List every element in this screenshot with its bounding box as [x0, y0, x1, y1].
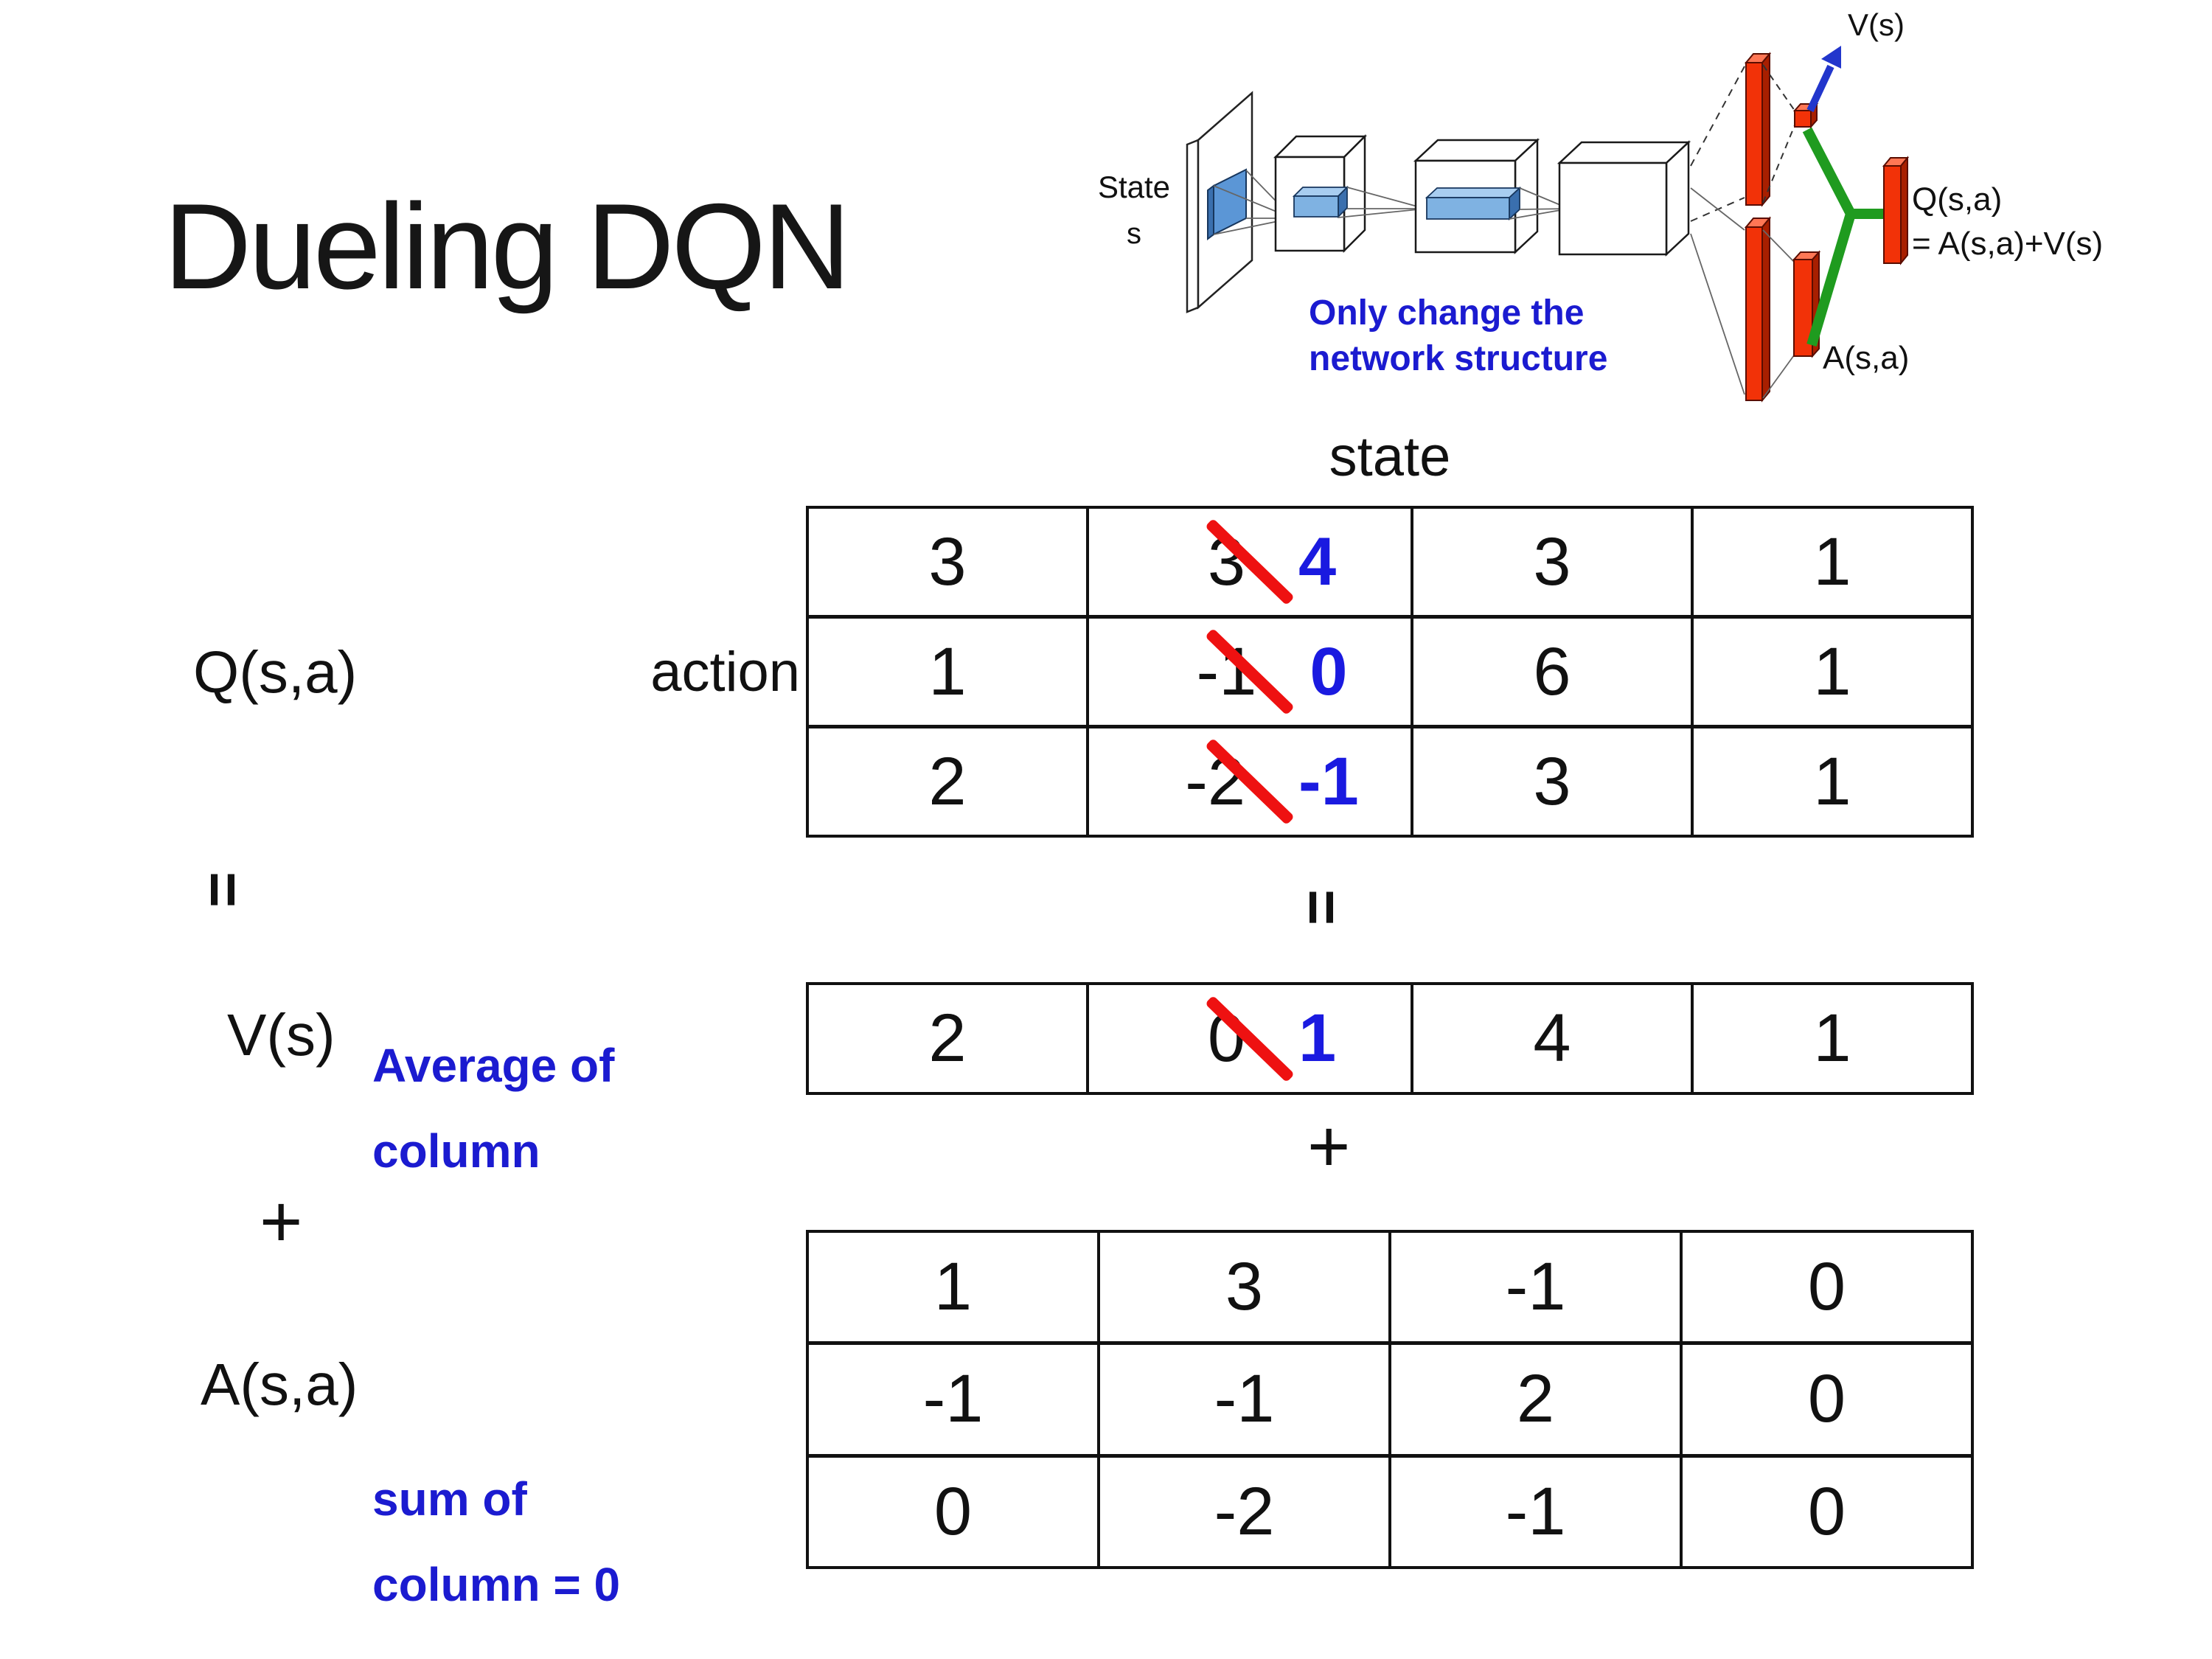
table-cell: 0	[1807, 1249, 1846, 1325]
average-of-column-note: Average of column	[372, 1039, 615, 1178]
slide-title: Dueling DQN	[164, 178, 851, 314]
table-cell: 3	[1413, 509, 1694, 615]
sum-of-column-note: sum of column = 0	[372, 1472, 621, 1611]
diagram-v-output-label: V(s)	[1848, 7, 1905, 42]
table-cell: 1	[1813, 743, 1851, 819]
table-cell: 0	[1807, 1361, 1846, 1437]
table-cell: -1	[1391, 1457, 1683, 1566]
q-table: 3 3 4 3 1 1 -1 0 6 1 2 -2 -1 3 1	[806, 506, 1974, 838]
new-value: -1	[1298, 743, 1359, 819]
new-value: 1	[1298, 1001, 1337, 1076]
diagram-a-output-label: A(s,a)	[1823, 340, 1909, 376]
table-cell: 2	[809, 985, 1089, 1092]
table-cell: -1	[809, 1345, 1100, 1454]
feature-bar-2	[1425, 186, 1522, 221]
diagram-note-line2: network structure	[1309, 339, 1607, 378]
a-function-label: A(s,a)	[201, 1352, 358, 1417]
diagram-q-output-label: Q(s,a)	[1912, 181, 2002, 218]
table-cell: 1	[1813, 524, 1851, 599]
q-output-bar	[1882, 156, 1910, 265]
diagram-q-output-formula: = A(s,a)+V(s)	[1912, 226, 2103, 262]
a-table: 1 3 -1 0 -1 -1 2 0 0 -2 -1 0	[806, 1230, 1974, 1569]
table-cell: -1	[1391, 1233, 1683, 1342]
a-table-row: -1 -1 2 0	[809, 1345, 1971, 1458]
q-table-row: 3 3 4 3 1	[809, 509, 1971, 619]
table-cell: 1	[809, 619, 1089, 725]
table-cell: 4	[1413, 985, 1694, 1092]
table-cell: 0	[1807, 1473, 1846, 1549]
table-cell: 2	[1391, 1345, 1683, 1454]
network-architecture-diagram: State s	[1098, 7, 2103, 403]
diagram-state-s-label: s	[1127, 218, 1141, 250]
action-header: action	[650, 641, 800, 703]
new-value: 0	[1310, 633, 1348, 709]
plus-left: +	[260, 1180, 303, 1263]
value-node-lines	[1762, 64, 1795, 204]
table-cell: 3	[809, 509, 1089, 615]
q-table-row: 2 -2 -1 3 1	[809, 728, 1971, 835]
q-table-row: 1 -1 0 6 1	[809, 619, 1971, 728]
table-cell: 1	[1813, 1001, 1851, 1076]
table-cell-replaced: -2 -1	[1089, 728, 1413, 835]
new-value: 4	[1298, 524, 1337, 599]
state-header: state	[1329, 425, 1451, 488]
v-table-row: 2 0 1 4 1	[809, 985, 1971, 1092]
merge-y-connector	[1802, 127, 1884, 347]
a-table-row: 1 3 -1 0	[809, 1233, 1971, 1346]
value-stream-bar	[1744, 52, 1772, 207]
table-cell-replaced: 0 1	[1089, 985, 1413, 1092]
v-table: 2 0 1 4 1	[806, 982, 1974, 1095]
equals-rotated-left: =	[189, 871, 259, 908]
table-cell: 6	[1413, 619, 1694, 725]
table-cell: 1	[809, 1233, 1100, 1342]
diagram-note-line1: Only change the	[1309, 293, 1584, 333]
advantage-node-lines	[1762, 229, 1795, 399]
table-cell-replaced: 3 4	[1089, 509, 1413, 615]
value-arrow-icon	[1806, 46, 1841, 113]
q-function-label: Q(s,a)	[193, 639, 358, 705]
table-cell: 3	[1413, 728, 1694, 835]
a-table-row: 0 -2 -1 0	[809, 1457, 1971, 1566]
table-cell-replaced: -1 0	[1089, 619, 1413, 725]
projection-lines-2	[1338, 187, 1426, 218]
table-cell: -2	[1100, 1457, 1391, 1566]
plus-center: +	[1307, 1105, 1351, 1188]
table-cell: 1	[1813, 633, 1851, 709]
table-cell: 3	[1100, 1233, 1391, 1342]
advantage-stream-bar	[1744, 216, 1772, 403]
v-function-label: V(s)	[227, 1002, 335, 1068]
feature-bar-1	[1292, 185, 1349, 219]
fanout-lines	[1690, 66, 1745, 395]
table-cell: 0	[809, 1457, 1100, 1566]
diagram-state-label: State	[1098, 170, 1170, 204]
conv-box-3	[1557, 140, 1691, 257]
table-cell: 2	[809, 728, 1089, 835]
table-cell: -1	[1100, 1345, 1391, 1454]
equals-rotated-center: =	[1287, 888, 1357, 926]
